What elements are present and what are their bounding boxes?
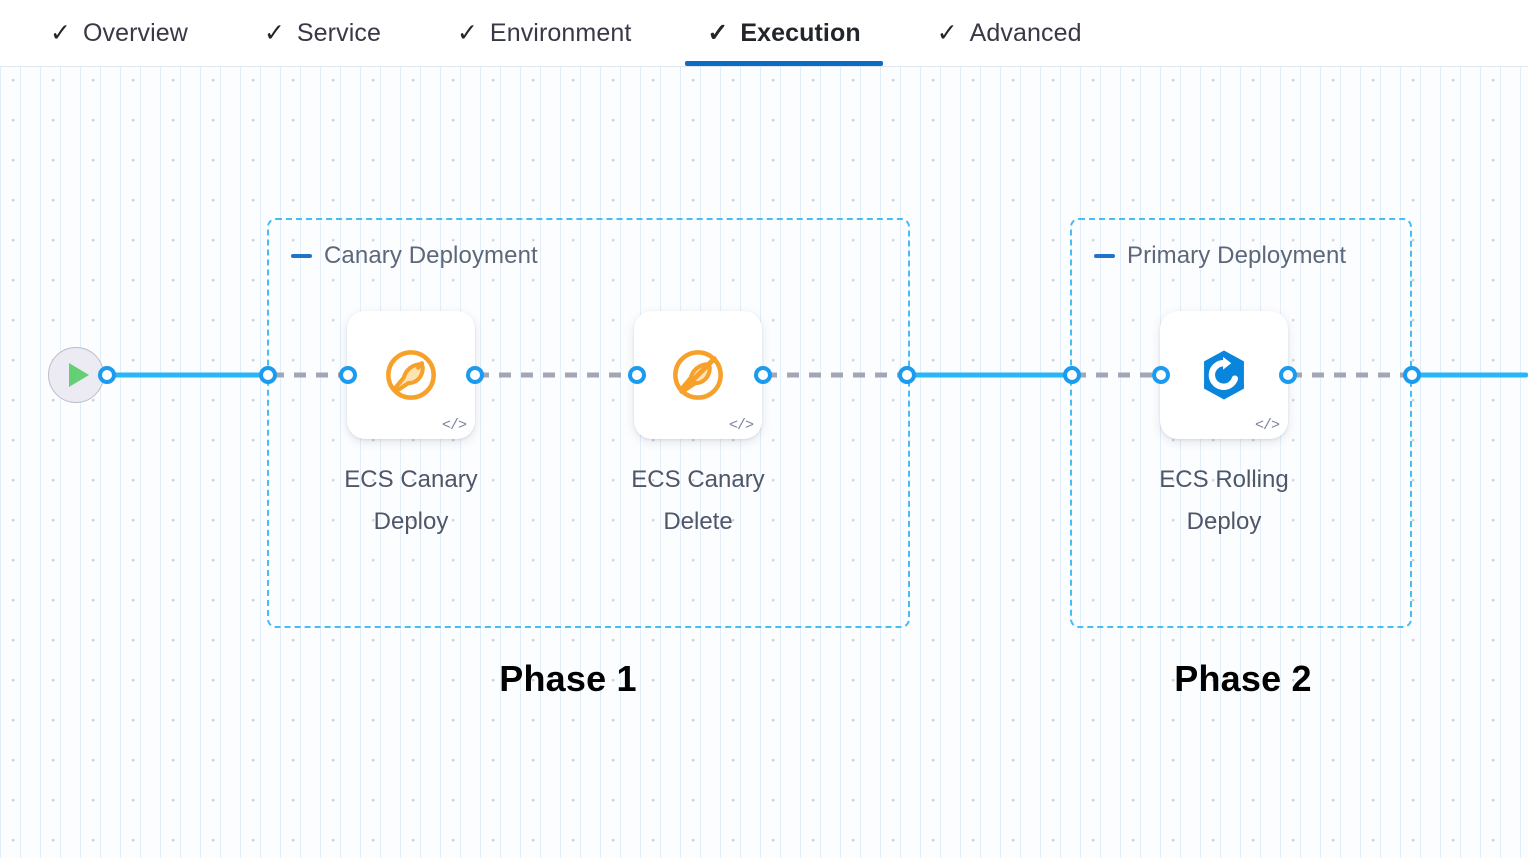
play-icon [69, 363, 89, 387]
code-icon[interactable]: </> [441, 417, 467, 434]
port-canary-delete-in[interactable] [628, 366, 646, 384]
port-start-out[interactable] [98, 366, 116, 384]
tab-label: Overview [82, 18, 188, 47]
phase-caption-2: Phase 2 [1174, 658, 1312, 699]
step-node-ecs-rolling-deploy[interactable]: </> [1160, 311, 1288, 439]
step-label-ecs-rolling-deploy: ECS Rolling Deploy [1159, 466, 1289, 535]
port-group2-in[interactable] [1063, 366, 1081, 384]
ecs-rolling-deploy-icon [1204, 350, 1244, 400]
tab-advanced[interactable]: ✓ Advanced [915, 0, 1104, 66]
tab-label: Advanced [969, 18, 1082, 47]
pipeline-canvas[interactable]: Canary Deployment Primary Deployment </> [0, 67, 1528, 858]
edge-group2-to-end [1410, 372, 1528, 378]
port-group1-out[interactable] [898, 366, 916, 384]
edge-group2-entry [1074, 372, 1163, 378]
port-group2-out[interactable] [1403, 366, 1421, 384]
group-title: Canary Deployment [324, 242, 538, 269]
port-rolling-deploy-out[interactable] [1279, 366, 1297, 384]
step-label-ecs-canary-delete: ECS Canary Delete [631, 466, 765, 535]
code-icon[interactable]: </> [1254, 417, 1280, 434]
check-icon: ✓ [50, 18, 71, 47]
check-icon: ✓ [707, 18, 729, 47]
port-canary-deploy-out[interactable] [466, 366, 484, 384]
edge-group1-to-group2 [907, 372, 1074, 378]
check-icon: ✓ [456, 18, 478, 47]
wizard-tab-bar: ✓ Overview ✓ Service ✓ Environment ✓ Exe… [0, 0, 1528, 67]
tab-label: Execution [740, 18, 861, 47]
minus-icon[interactable] [1094, 254, 1115, 258]
tab-environment[interactable]: ✓ Environment [435, 0, 653, 66]
edge-rolling-to-group2-exit [1290, 372, 1414, 378]
port-rolling-deploy-in[interactable] [1152, 366, 1170, 384]
pipeline-start-node[interactable] [48, 347, 104, 403]
canary-bird-icon [386, 350, 436, 400]
tab-label: Service [296, 18, 381, 47]
tab-service[interactable]: ✓ Service [242, 0, 403, 66]
step-label-ecs-canary-deploy: ECS Canary Deploy [344, 466, 478, 535]
port-canary-delete-out[interactable] [754, 366, 772, 384]
port-group1-in[interactable] [259, 366, 277, 384]
step-node-ecs-canary-deploy[interactable]: </> [347, 311, 475, 439]
port-canary-deploy-in[interactable] [339, 366, 357, 384]
tab-overview[interactable]: ✓ Overview [28, 0, 210, 66]
code-icon[interactable]: </> [728, 417, 754, 434]
tab-execution[interactable]: ✓ Execution [685, 0, 884, 66]
step-node-ecs-canary-delete[interactable]: </> [634, 311, 762, 439]
group-header-canary-deployment[interactable]: Canary Deployment [291, 242, 538, 270]
group-header-primary-deployment[interactable]: Primary Deployment [1094, 242, 1346, 270]
edge-deploy-to-delete [477, 372, 639, 378]
canary-bird-delete-icon [673, 350, 723, 400]
edge-delete-to-group1-exit [765, 372, 909, 378]
edge-group1-entry [272, 372, 350, 378]
minus-icon[interactable] [291, 254, 312, 258]
check-icon: ✓ [936, 18, 958, 47]
tab-label: Environment [489, 18, 632, 47]
phase-caption-1: Phase 1 [499, 658, 637, 699]
edge-start-to-group1 [100, 372, 272, 378]
check-icon: ✓ [263, 18, 285, 47]
group-title: Primary Deployment [1127, 242, 1347, 269]
